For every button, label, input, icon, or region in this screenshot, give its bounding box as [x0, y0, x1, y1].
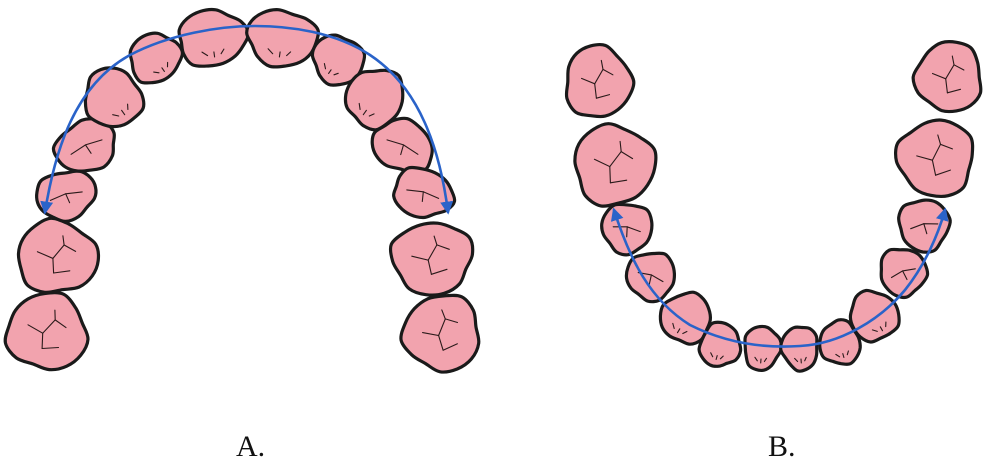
tooth-crown: [390, 223, 472, 295]
panel-label-a: A.: [236, 432, 265, 462]
tooth-crown: [575, 124, 656, 206]
tooth-premolar: [37, 171, 96, 221]
tooth-fissure: [53, 258, 54, 273]
upper-arch-panel: [5, 10, 479, 373]
tooth-crown: [781, 327, 817, 371]
tooth-molar: [913, 42, 981, 112]
tooth-molar: [5, 293, 88, 370]
tooth-crown: [566, 45, 633, 117]
tooth-fissure: [610, 167, 611, 183]
tooth-incisor: [781, 327, 817, 371]
tooth-incisor: [745, 326, 781, 370]
tooth-premolar: [372, 118, 432, 172]
tooth-crown: [18, 218, 98, 292]
tooth-molar: [575, 124, 656, 206]
tooth-incisor: [247, 10, 319, 67]
tooth-molar: [566, 45, 633, 117]
tooth-molar: [18, 218, 98, 292]
tooth-molar: [896, 120, 973, 196]
tooth-crown: [745, 326, 781, 370]
tooth-premolar: [899, 200, 951, 252]
tooth-crown: [130, 33, 182, 83]
tooth-crown: [179, 10, 249, 67]
tooth-incisor: [130, 33, 182, 83]
tooth-crown: [372, 118, 432, 172]
tooth-molar: [390, 223, 472, 295]
tooth-fissure: [279, 52, 280, 57]
tooth-fissure: [627, 227, 628, 237]
tooth-fissure: [214, 52, 215, 57]
tooth-fissure: [42, 333, 43, 348]
panel-label-b: B.: [768, 432, 796, 462]
tooth-crown: [5, 293, 88, 370]
tooth-molar: [401, 295, 479, 372]
tooth-canine: [850, 290, 899, 342]
tooth-crown: [896, 120, 973, 196]
tooth-crown: [850, 290, 899, 342]
tooth-incisor: [179, 10, 249, 67]
lower-arch-panel: [566, 42, 980, 372]
upper-arch-teeth: [5, 10, 479, 373]
tooth-fissure: [154, 72, 159, 73]
tooth-crown: [247, 10, 319, 67]
lower-arch-teeth: [566, 42, 980, 372]
